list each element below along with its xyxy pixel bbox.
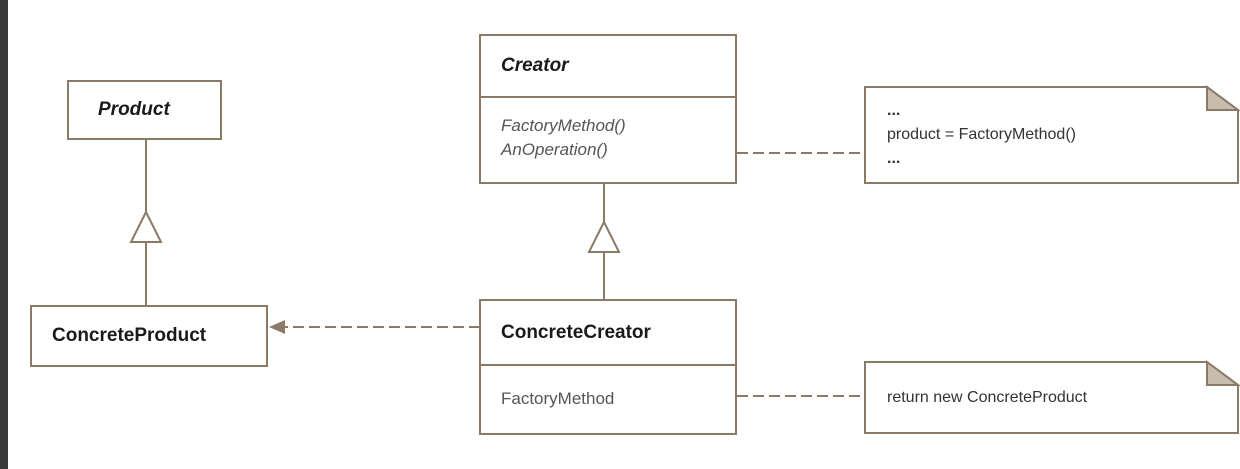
concrete-creator-class-name: ConcreteCreator [501, 321, 651, 343]
concrete-creator-class: ConcreteCreator FactoryMethod [479, 299, 737, 435]
product-class-name: Product [98, 99, 170, 120]
operation-note: ... product = FactoryMethod() ... [887, 99, 1076, 171]
note-fold-factory [1206, 360, 1240, 386]
note-shape-factory [864, 361, 1239, 434]
concrete-product-class-name: ConcreteProduct [52, 325, 207, 346]
creator-operation: FactoryMethod() [501, 116, 626, 135]
window-edge [0, 0, 8, 469]
factory-note: return new ConcreteProduct [887, 386, 1087, 410]
inheritance-arrow-product [129, 209, 163, 243]
inheritance-arrow-creator [587, 219, 621, 253]
concrete-creator-operation: FactoryMethod [501, 389, 615, 408]
operation-note-line: ... [887, 102, 901, 119]
operation-note-line: product = FactoryMethod() [887, 126, 1076, 143]
product-class: Product [67, 80, 222, 140]
concrete-creator-divider: FactoryMethod [481, 364, 735, 411]
dependency-arrowhead [269, 320, 285, 334]
note-fold-operation [1206, 85, 1240, 111]
concrete-product-class: ConcreteProduct [30, 305, 268, 367]
operation-note-line: ... [887, 150, 901, 167]
factory-note-line: return new ConcreteProduct [887, 389, 1088, 406]
creator-class-name: Creator [501, 55, 569, 76]
creator-divider: FactoryMethod() AnOperation() [481, 96, 735, 162]
note-shape-operation [864, 86, 1239, 184]
creator-class: Creator FactoryMethod() AnOperation() [479, 34, 737, 184]
creator-operation: AnOperation() [501, 140, 608, 159]
